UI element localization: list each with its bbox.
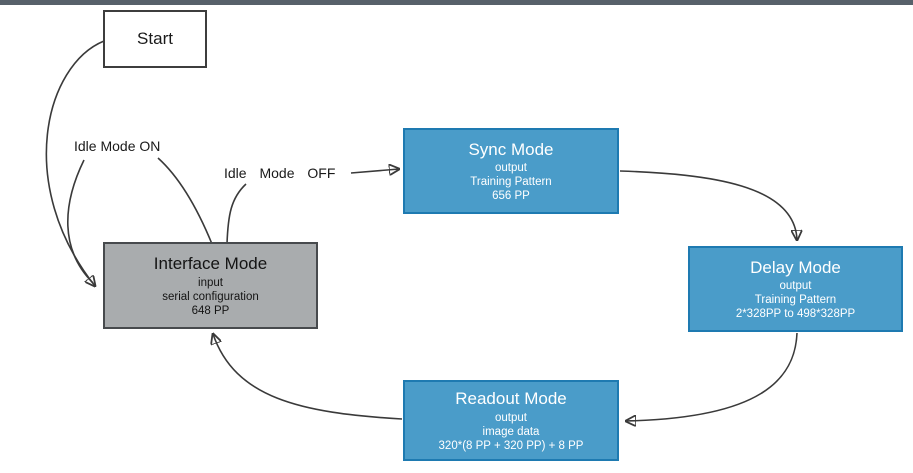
node-interface-mode-title: Interface Mode xyxy=(153,254,268,274)
node-readout-mode: Readout Mode output image data 320*(8 PP… xyxy=(403,380,619,461)
edge-idle-off-to-sync xyxy=(350,169,399,173)
node-sync-mode-line: output xyxy=(495,162,527,175)
edge-readout-to-interface xyxy=(213,334,403,420)
node-delay-mode-line: Training Pattern xyxy=(754,294,837,307)
node-sync-mode: Sync Mode output Training Pattern 656 PP xyxy=(403,128,619,214)
node-sync-mode-line: Training Pattern xyxy=(470,176,552,189)
node-start: Start xyxy=(103,10,207,68)
node-readout-mode-line: 320*(8 PP + 320 PP) + 8 PP xyxy=(438,439,584,452)
edge-delay-to-readout xyxy=(626,332,798,421)
edge-idle-on-loop-up xyxy=(157,157,213,245)
node-interface-mode-line: 648 PP xyxy=(191,304,230,317)
node-delay-mode-title: Delay Mode xyxy=(750,257,841,277)
node-sync-mode-title: Sync Mode xyxy=(468,139,554,159)
node-readout-mode-title: Readout Mode xyxy=(455,389,567,409)
edge-idle-off-from-interface xyxy=(226,183,247,245)
node-interface-mode-line: serial configuration xyxy=(162,290,259,303)
node-delay-mode-line: output xyxy=(779,280,812,293)
edge-start-to-interface xyxy=(45,40,105,286)
node-interface-mode: Interface Mode input serial configuratio… xyxy=(103,242,318,329)
top-border-bar xyxy=(0,0,913,5)
edge-label-idle-mode-off: Idle Mode OFF xyxy=(224,165,336,181)
node-readout-mode-line: image data xyxy=(482,425,540,438)
node-interface-mode-line: input xyxy=(198,276,223,289)
node-delay-mode: Delay Mode output Training Pattern 2*328… xyxy=(688,246,903,332)
edge-label-idle-mode-on: Idle Mode ON xyxy=(74,138,161,154)
node-delay-mode-line: 2*328PP to 498*328PP xyxy=(735,308,856,321)
node-sync-mode-line: 656 PP xyxy=(492,190,530,203)
edge-idle-on-loop-down xyxy=(67,159,94,284)
edge-sync-to-delay xyxy=(619,170,797,240)
node-readout-mode-line: output xyxy=(495,411,527,424)
node-start-title: Start xyxy=(137,28,173,48)
